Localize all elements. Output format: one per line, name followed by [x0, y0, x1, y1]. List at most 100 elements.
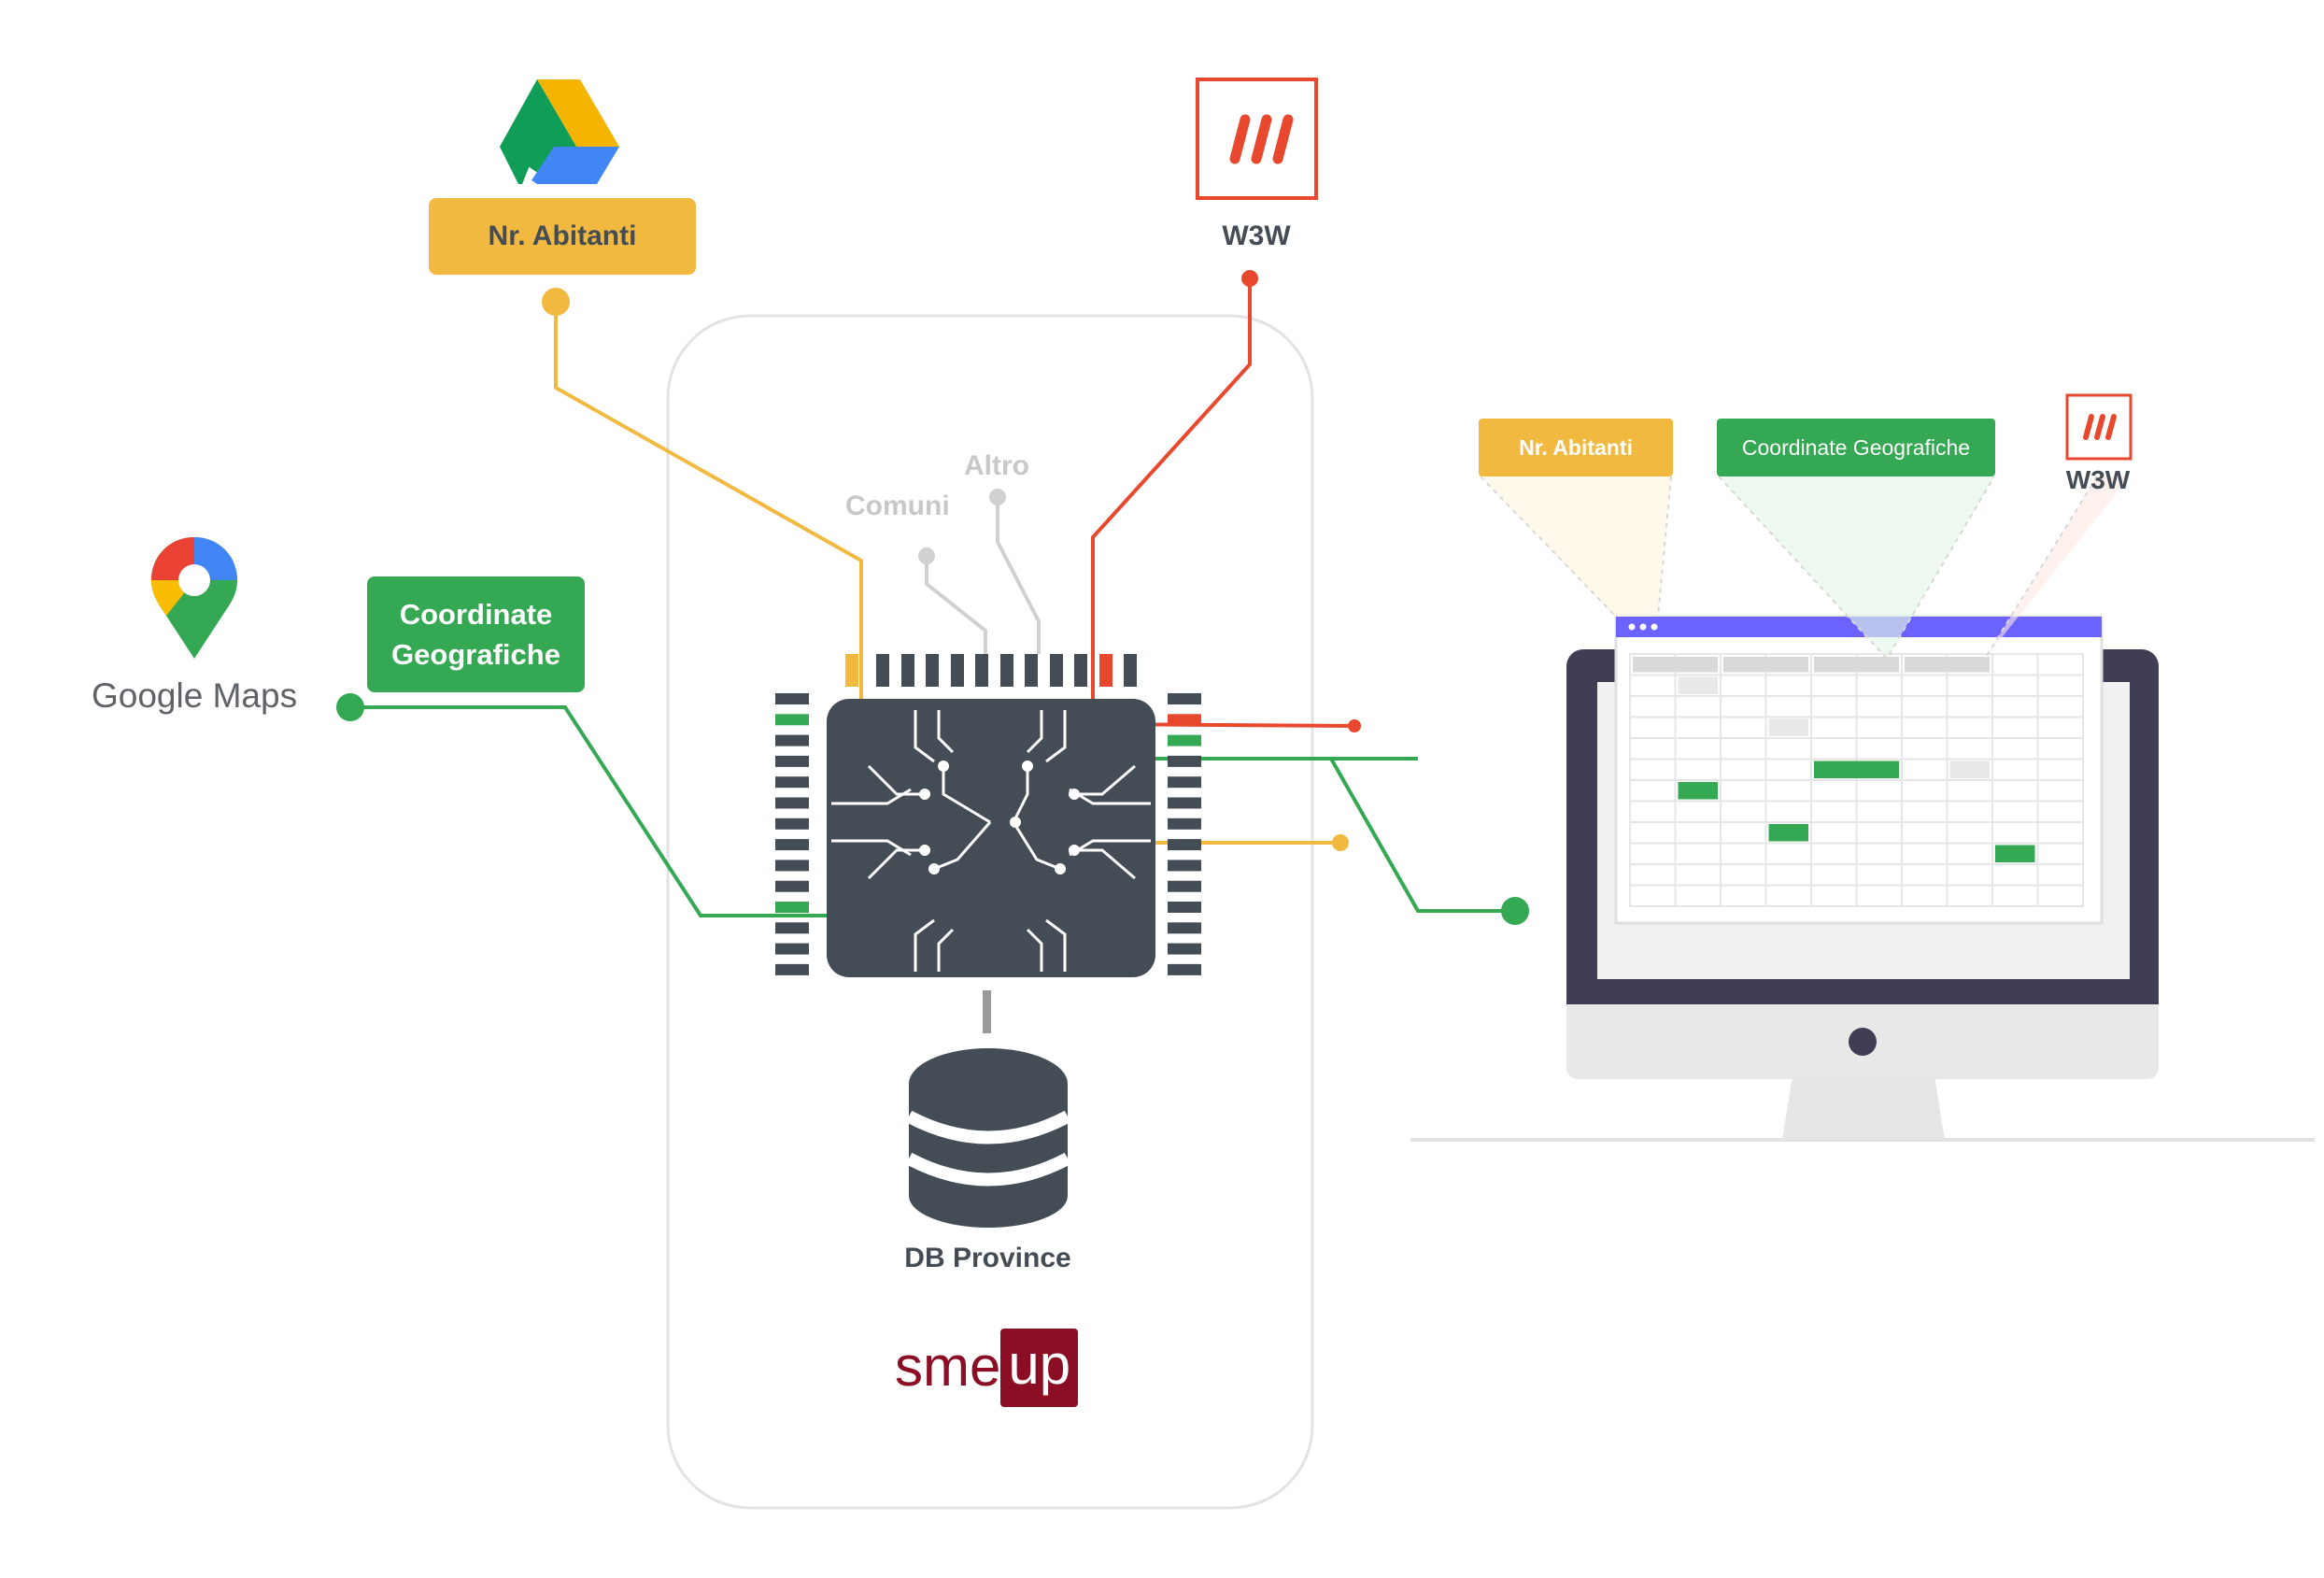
grid-header-cell: [1633, 657, 1718, 673]
system-container: [666, 314, 1314, 1510]
chip-pin: [845, 654, 858, 687]
microchip-icon: [775, 654, 1201, 977]
chip-trace: [942, 766, 991, 824]
connector-dot: [989, 489, 1006, 505]
chip-pin: [775, 776, 809, 789]
chip-pin: [951, 654, 964, 687]
chip-trace: [1026, 710, 1043, 754]
output-label-w3w: W3W: [2065, 465, 2131, 494]
label-w3w: W3W: [1222, 220, 1291, 251]
label-db-province: DB Province: [904, 1243, 1071, 1273]
callout-edge: [1984, 476, 2098, 660]
chip-pin: [1168, 755, 1201, 767]
chip-trace: [831, 788, 912, 805]
connector-altro: [996, 497, 1041, 654]
chip-pin: [775, 755, 809, 767]
chip-pin: [876, 654, 889, 687]
chip-pin: [1168, 922, 1201, 934]
chip-pin: [1168, 817, 1201, 830]
google-maps-logo: Google Maps: [92, 676, 298, 715]
chip-pin: [1000, 654, 1013, 687]
chip-pin: [1168, 714, 1201, 726]
connector-dot: [542, 288, 570, 316]
chip-trace: [937, 710, 955, 754]
chip-pin: [775, 963, 809, 975]
google-drive-icon: [500, 79, 619, 184]
chip-trace: [933, 821, 992, 871]
chip-pin: [1099, 654, 1112, 687]
connector-coordinate: [350, 705, 901, 917]
chip-node: [1055, 863, 1066, 874]
chip-node: [919, 789, 930, 800]
chip-pin: [1050, 654, 1063, 687]
chip-pin: [1168, 693, 1201, 704]
connector-comuni: [925, 556, 987, 654]
chip-trace: [1026, 928, 1043, 972]
grid-header-cell: [1723, 657, 1808, 673]
grid-header-cell: [1814, 657, 1899, 673]
chip-trace: [1074, 848, 1136, 880]
chip-trace: [1012, 821, 1061, 871]
grid-cell: [1949, 761, 1990, 778]
grid-cell: [1814, 761, 1899, 778]
chip-pin: [775, 714, 809, 726]
chip-node: [1010, 817, 1021, 828]
label-altro: Altro: [964, 450, 1029, 481]
chip-trace: [867, 764, 925, 796]
chip-pin: [1025, 654, 1038, 687]
connector-dot: [1241, 270, 1258, 287]
grid-cell: [1995, 845, 2035, 862]
chip-pin: [775, 860, 809, 872]
chip-node: [928, 863, 940, 874]
chip-pin: [1168, 797, 1201, 809]
chip-pin: [1124, 654, 1137, 687]
chip-pin: [775, 922, 809, 934]
callout-cone: [1481, 476, 1671, 617]
google-maps-pin-icon: [151, 537, 237, 659]
grid-cell: [1678, 782, 1718, 800]
chip-pin: [1168, 943, 1201, 955]
chip-trace: [914, 710, 935, 763]
chip-pin: [775, 839, 809, 851]
chip-pin: [1168, 963, 1201, 975]
connector-dot: [918, 547, 935, 564]
database-icon: [905, 990, 1071, 1228]
chip-trace: [831, 839, 912, 857]
chip-node: [1069, 789, 1080, 800]
label-coordinate-geografiche: Coordinate Geografiche: [367, 576, 585, 692]
chip-pin: [901, 654, 914, 687]
chip-pin: [926, 654, 939, 687]
what3words-icon: [1196, 78, 1318, 200]
chip-pin: [975, 654, 988, 687]
grid-cell: [1678, 676, 1718, 694]
label-comuni: Comuni: [845, 490, 950, 521]
connector-dot: [336, 693, 364, 721]
connector-dot: [1332, 834, 1349, 851]
output-label-nr-abitanti: Nr. Abitanti: [1479, 419, 1673, 476]
callout-cone: [1985, 476, 2130, 659]
chip-node: [938, 761, 949, 772]
chip-pin: [1168, 860, 1201, 872]
chip-pin: [775, 734, 809, 746]
output-label-coordinate: Coordinate Geografiche: [1717, 419, 1995, 476]
chip-pin: [1168, 880, 1201, 892]
connector-dot: [1348, 719, 1361, 732]
what3words-icon: [2065, 393, 2133, 461]
chip-trace: [1045, 710, 1067, 763]
callout-cone: [1719, 476, 1994, 659]
grid-cell: [1768, 718, 1808, 736]
connector-dot: [1501, 897, 1529, 925]
label-nr-abitanti: Nr. Abitanti: [429, 198, 696, 275]
chip-trace: [914, 918, 935, 972]
smeup-logo-part1: sme: [895, 1335, 1001, 1398]
chip-trace: [1012, 766, 1029, 823]
connector-abitanti: [554, 304, 900, 761]
chip-pin: [1168, 776, 1201, 789]
chip-pin: [1168, 902, 1201, 913]
smeup-logo-part2: up: [1000, 1329, 1079, 1407]
chip-pin: [1168, 734, 1201, 746]
chip-pin: [775, 797, 809, 809]
smeup-logo: sme up: [895, 1329, 1079, 1407]
chip-pin: [1074, 654, 1087, 687]
